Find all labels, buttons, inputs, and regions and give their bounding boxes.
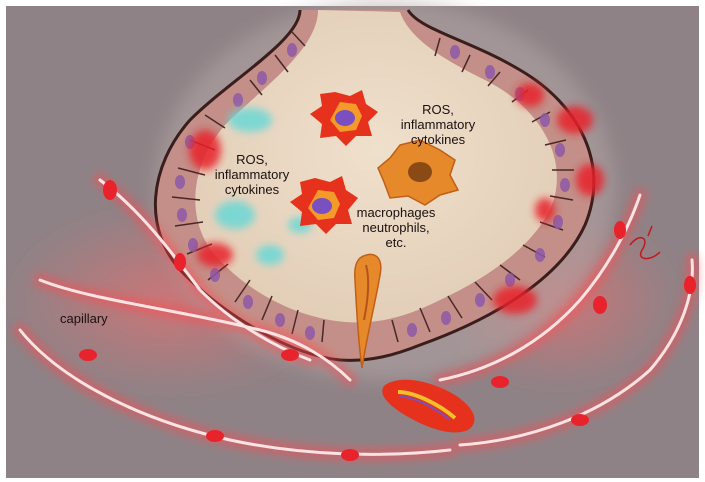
ros-cytokines-label-right: ROS, inflammatory cytokines (378, 102, 498, 147)
label-line: cytokines (378, 132, 498, 147)
label-line: ROS, (378, 102, 498, 117)
label-line: macrophages (334, 205, 458, 220)
capillary-label: capillary (60, 311, 108, 326)
label-line: ROS, (196, 152, 308, 167)
label-line: inflammatory (196, 167, 308, 182)
ros-cytokines-label-left: ROS, inflammatory cytokines (196, 152, 308, 197)
label-line: cytokines (196, 182, 308, 197)
immune-cells-label: macrophages neutrophils, etc. (334, 205, 458, 250)
label-line: etc. (334, 235, 458, 250)
label-line: neutrophils, (334, 220, 458, 235)
label-line: inflammatory (378, 117, 498, 132)
